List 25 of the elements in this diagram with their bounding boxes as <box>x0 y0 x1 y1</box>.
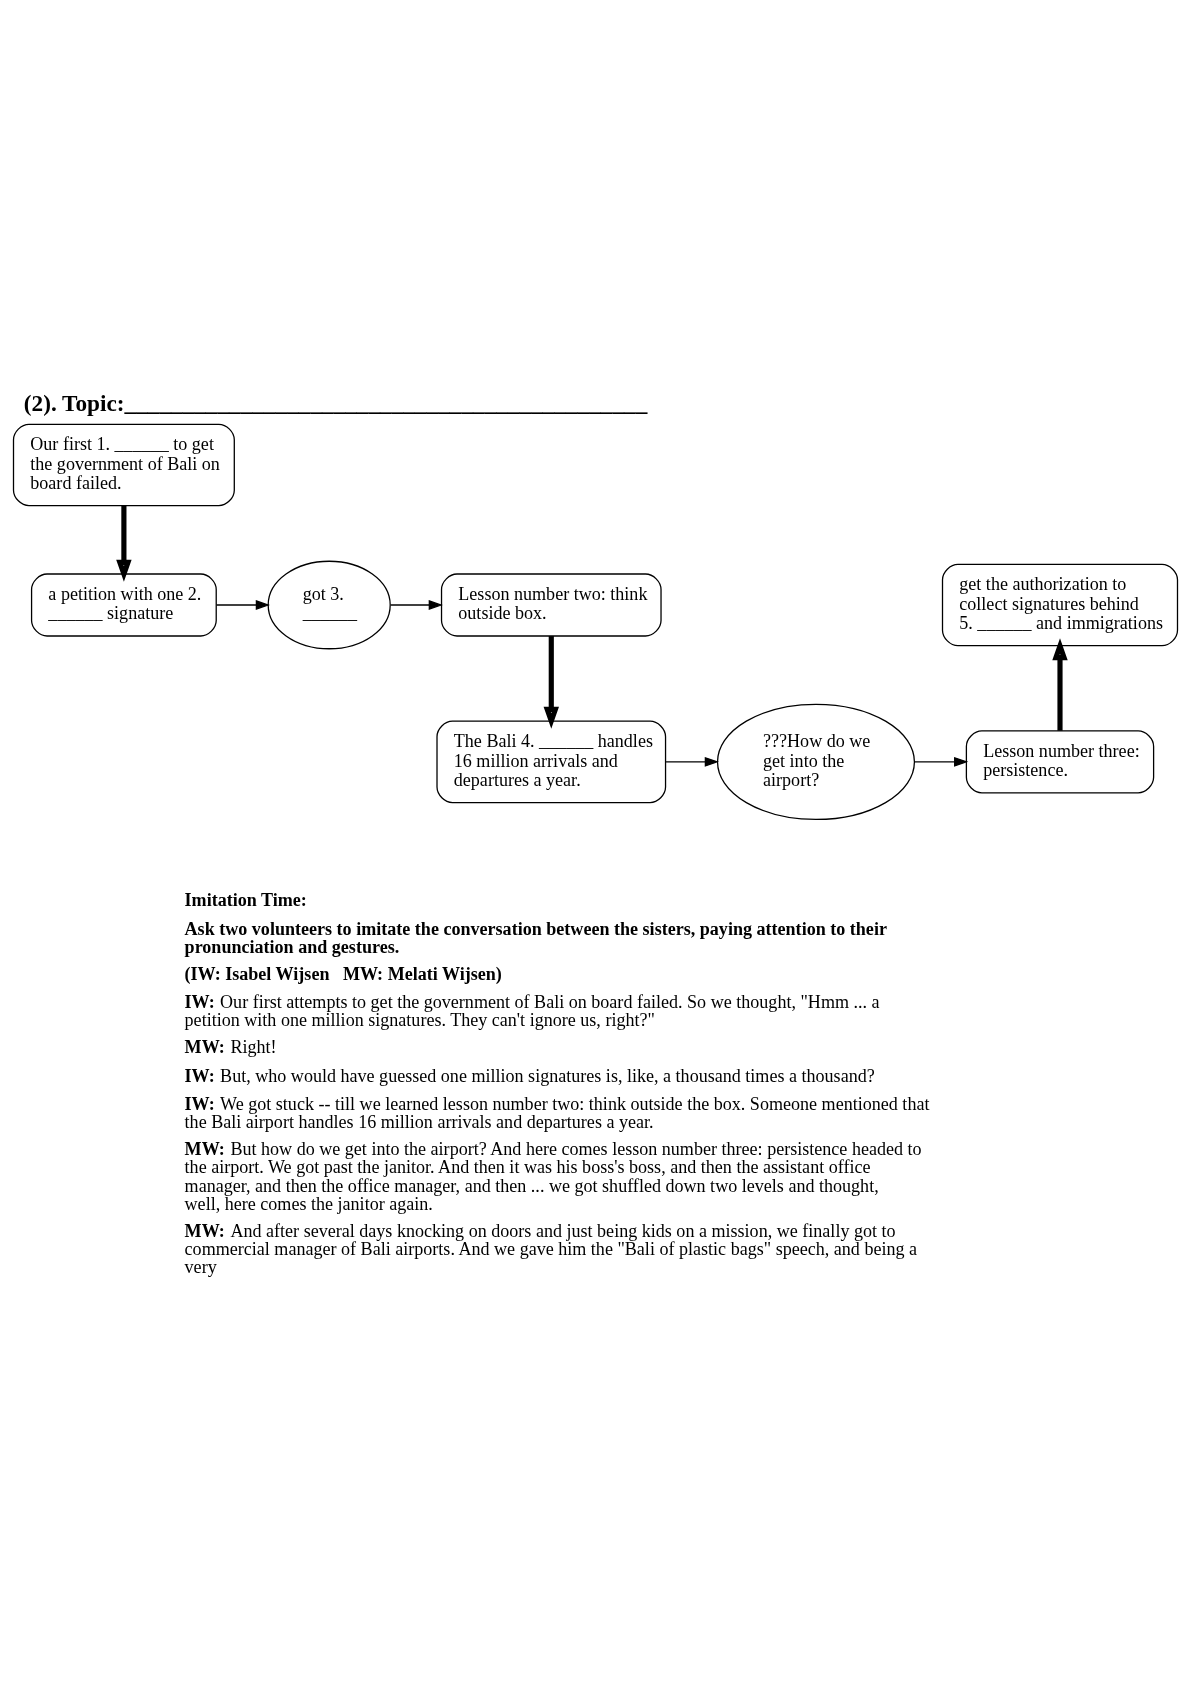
arrow <box>215 600 270 610</box>
arrow <box>390 600 443 610</box>
label: Imitation Time: <box>184 890 307 911</box>
arrow <box>116 505 132 582</box>
node-ellipse: got 3. ______ <box>267 560 391 650</box>
node-ellipse: ???How do we get into the airport? <box>716 703 916 821</box>
arrow <box>543 636 559 729</box>
label: Ask two volunteers to imitate the conversation between the sisters, paying attention to their pronunciation and gestures. <box>184 918 887 957</box>
node-box: a petition with one 2. ______ signature <box>30 573 217 637</box>
node-box: Lesson number two: think outside box. <box>440 573 662 637</box>
node-box: Lesson number three: persistence. <box>965 730 1155 794</box>
label: IW: Our first attempts to get the government of Bali on board failed. So we thought, "Hmm ... a petition with one million signatures. They can't ignore us, right?" <box>184 992 880 1031</box>
node-box: The Bali 4. ______ handles 16 million arrivals and departures a year. <box>436 720 667 804</box>
label: (IW: Isabel Wijsen MW: Melati Wijsen) <box>184 963 502 984</box>
diagram-title: (2). Topic:_____________________________________________ <box>23 389 648 416</box>
node-box: Our first 1. ______ to get the government of Bali on board failed. <box>12 423 235 507</box>
label: IW: But, who would have guessed one million signatures is, like, a thousand times a thousand? <box>184 1065 875 1086</box>
arrow <box>1052 638 1068 731</box>
label: MW: But how do we get into the airport? And here comes lesson number three: persistence headed to the airport. We got past the janitor. And then it was his boss's boss, and then the assistant office manager, and then the office manager, and then ... we got shuffled down two levels and thought, well, here comes the janitor again. <box>184 1139 922 1214</box>
arrow <box>914 756 969 767</box>
label: MW: Right! <box>184 1037 277 1058</box>
arrow <box>665 756 719 767</box>
node-box: get the authorization to collect signatures behind 5. ______ and immigrations <box>941 563 1179 647</box>
label: MW: And after several days knocking on doors and just being kids on a mission, we finally got to commercial manager of Bali airports. And we gave him the "Bali of plastic bags" speech, and being a very <box>184 1220 918 1277</box>
label: IW: We got stuck -- till we learned lesson number two: think outside the box. Someone mentioned that the Bali airport handles 16 million arrivals and departures a year. <box>184 1094 930 1133</box>
